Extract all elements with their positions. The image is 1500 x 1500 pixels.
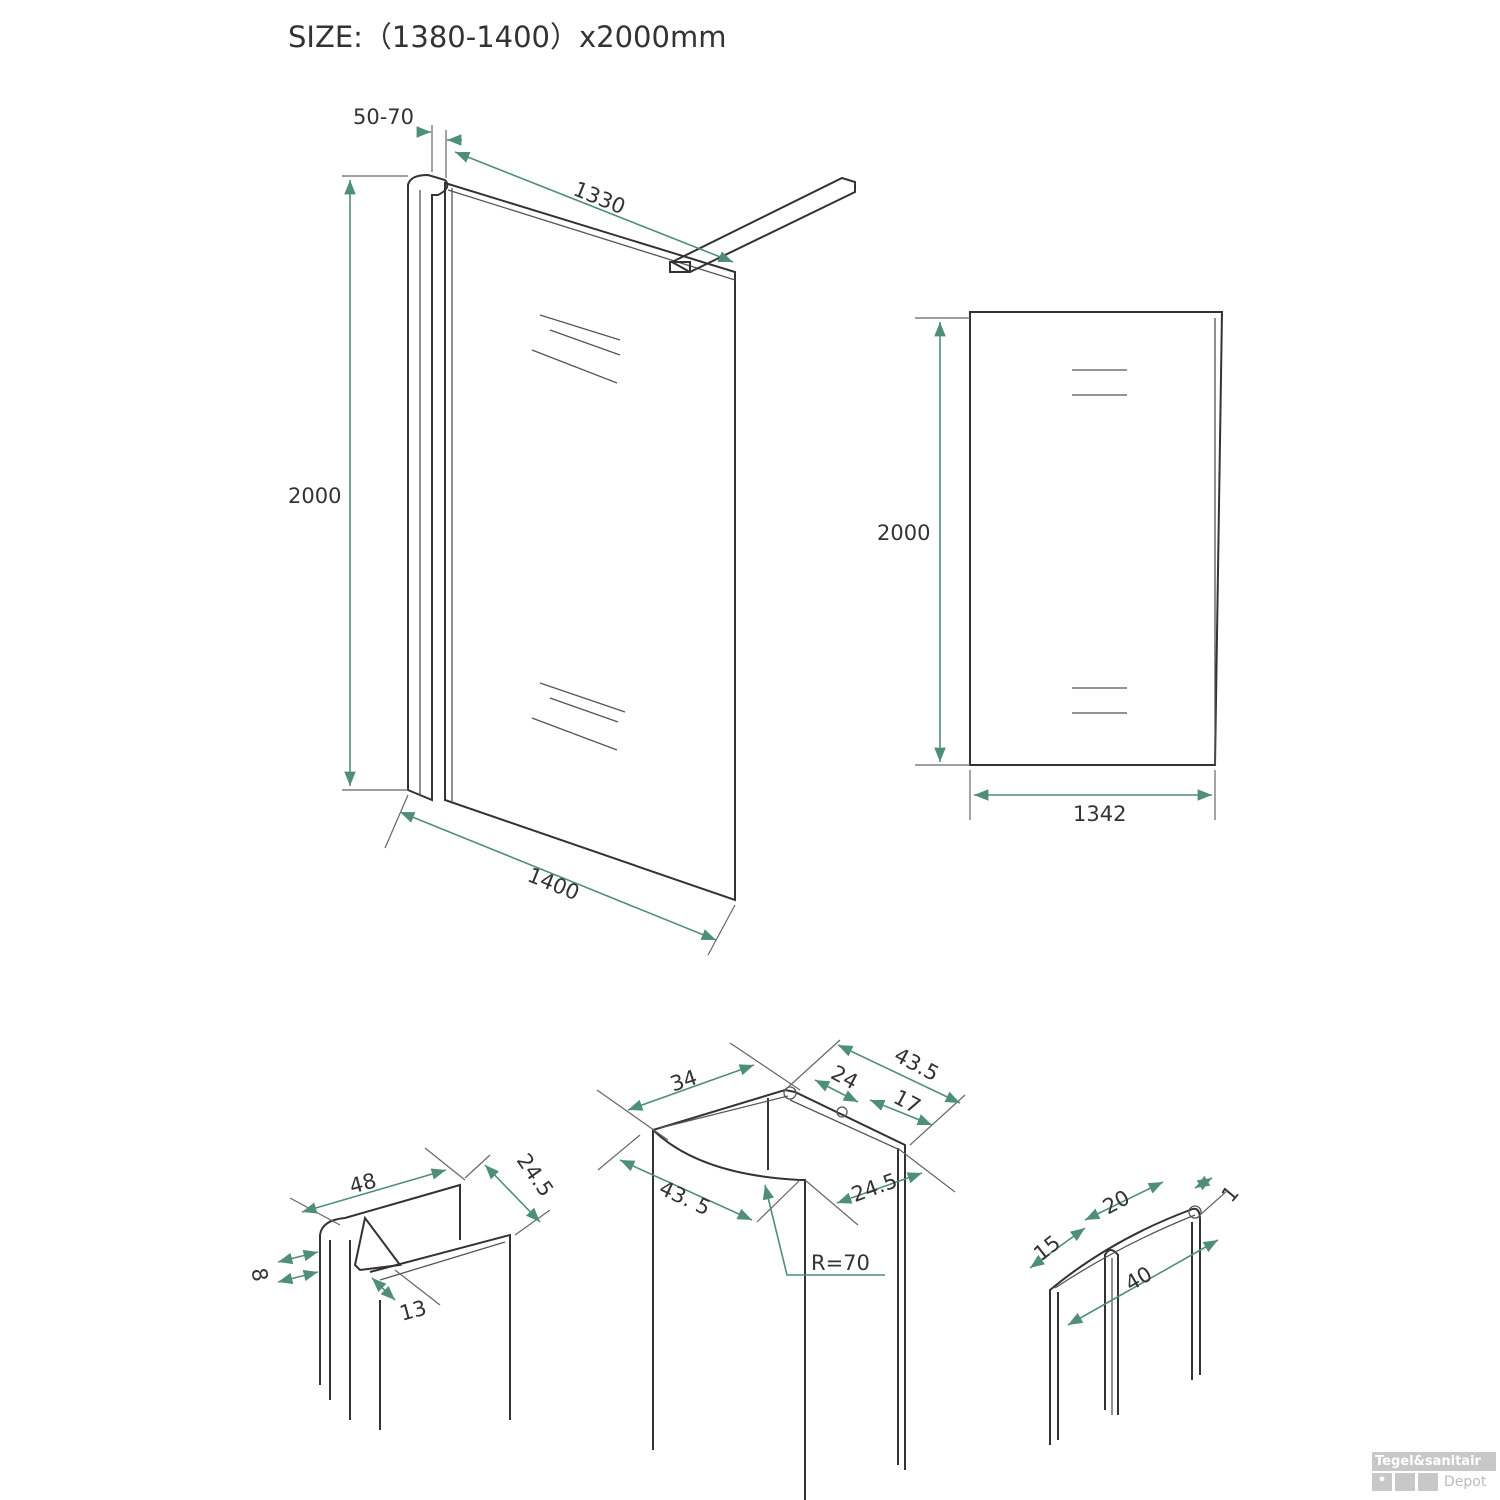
logo-square (1395, 1473, 1415, 1491)
front-height-label: 2000 (877, 521, 930, 545)
water-drop-icon: ● (1372, 1473, 1392, 1491)
dim-34: 34 (667, 1065, 700, 1096)
front-width-label: 1342 (1073, 802, 1126, 826)
wall-profile-post (407, 173, 449, 802)
dim-48: 48 (347, 1168, 379, 1198)
glass-panel (444, 181, 736, 902)
corner-profile-detail: 34 43.5 24 17 43. 5 24.5 R=70 (596, 1039, 966, 1500)
dim-24-5: 24.5 (512, 1149, 558, 1201)
dim-13: 13 (397, 1296, 429, 1326)
dim-8: 8 (246, 1266, 272, 1283)
front-panel-view: 2000 1342 (877, 311, 1224, 826)
logo-square (1418, 1473, 1438, 1491)
height-label: 2000 (288, 484, 341, 508)
dim-43-5-top: 43.5 (890, 1043, 943, 1086)
watermark-line2: Depot (1444, 1474, 1487, 1490)
radius-label: R=70 (811, 1251, 870, 1275)
watermark-line1: Tegel&sanitair (1372, 1452, 1496, 1471)
dim-40: 40 (1121, 1262, 1156, 1296)
edge-profile-detail: 15 20 1 40 (1029, 1175, 1244, 1445)
size-title: SIZE:（1380-1400）x2000mm (288, 20, 726, 54)
dim-43-5-bottom: 43. 5 (656, 1176, 715, 1220)
watermark-logo: Tegel&sanitair ● Depot (1372, 1452, 1496, 1491)
wall-profile-detail: 48 24.5 8 13 (246, 1147, 558, 1430)
dim-24-5: 24.5 (848, 1168, 900, 1207)
bottom-width-label: 1400 (524, 863, 583, 905)
wall-gap-label: 50-70 (353, 105, 414, 129)
glass-panel-front (969, 311, 1224, 766)
dim-20: 20 (1099, 1185, 1134, 1219)
top-width-label: 1330 (570, 177, 629, 219)
stabilizer-bar (669, 176, 856, 274)
perspective-panel-view: 2000 50-70 1330 1400 (288, 105, 856, 956)
dim-15: 15 (1029, 1231, 1065, 1266)
dim-17: 17 (890, 1085, 925, 1119)
dim-1: 1 (1217, 1181, 1244, 1207)
